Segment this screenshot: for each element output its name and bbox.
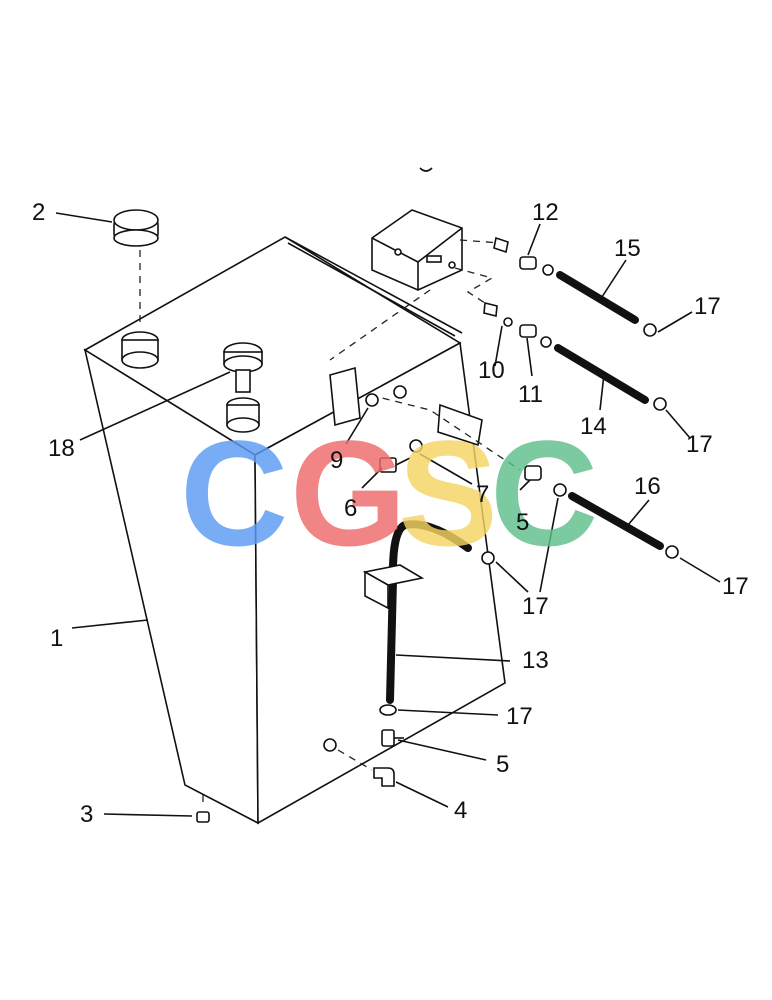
watermark: C G S C (180, 409, 598, 577)
callout-13: 13 (522, 647, 549, 674)
watermark-letter-c1: C (180, 409, 288, 577)
fitting-upper (493, 236, 554, 276)
watermark-letter-s: S (398, 409, 498, 577)
callout-4: 4 (454, 797, 467, 824)
callout-1: 1 (50, 625, 63, 652)
washer-7 (409, 439, 423, 453)
fitting-5-lower (381, 729, 404, 747)
nut-9b (393, 385, 407, 399)
hose-14 (554, 344, 649, 404)
watermark-letter-c2: C (490, 409, 598, 577)
callout-16: 16 (634, 473, 661, 500)
callout-11: 11 (518, 381, 543, 408)
filler-neck-left (121, 331, 159, 369)
tank-port (323, 738, 337, 752)
callout-10: 10 (478, 357, 505, 384)
hose-bracket (362, 564, 425, 610)
fitting-5-upper (524, 465, 567, 497)
callout-18: 18 (48, 435, 75, 462)
tank-bracket (329, 366, 361, 427)
clamp-middle (653, 397, 667, 411)
filter-top-mark (419, 167, 433, 172)
callout-14: 14 (580, 413, 607, 440)
callout-12: 12 (532, 199, 559, 226)
callout-17-a: 17 (694, 293, 721, 320)
clamp-hose-top (481, 551, 495, 565)
fuel-cap (113, 209, 159, 247)
fitting-middle (483, 301, 552, 348)
clamp-upper (643, 323, 657, 337)
callout-9: 9 (330, 447, 343, 474)
callout-17-d: 17 (522, 593, 549, 620)
callout-17-c: 17 (722, 573, 749, 600)
elbow-4 (373, 767, 395, 787)
callout-17-e: 17 (506, 703, 533, 730)
callout-3: 3 (80, 801, 93, 828)
clamp-lower-right (665, 545, 679, 559)
callout-17-b: 17 (686, 431, 713, 458)
callout-7: 7 (476, 481, 489, 508)
callout-2: 2 (32, 199, 45, 226)
drain-plug (196, 795, 210, 823)
callout-5-upper: 5 (516, 509, 529, 536)
filler-neck-right (226, 397, 260, 433)
clamp-lower (379, 704, 397, 716)
filter-housing (371, 209, 463, 291)
hose-15 (556, 271, 639, 324)
callout-5-lower: 5 (496, 751, 509, 778)
gauge-cap (223, 342, 263, 393)
callout-15: 15 (614, 235, 641, 262)
nut-9 (365, 393, 379, 407)
callout-6: 6 (344, 495, 357, 522)
hose-16 (568, 492, 664, 550)
side-bracket (437, 403, 483, 447)
hose-13 (386, 520, 472, 704)
watermark-letter-g: G (290, 409, 407, 577)
bolt-6 (379, 457, 411, 473)
